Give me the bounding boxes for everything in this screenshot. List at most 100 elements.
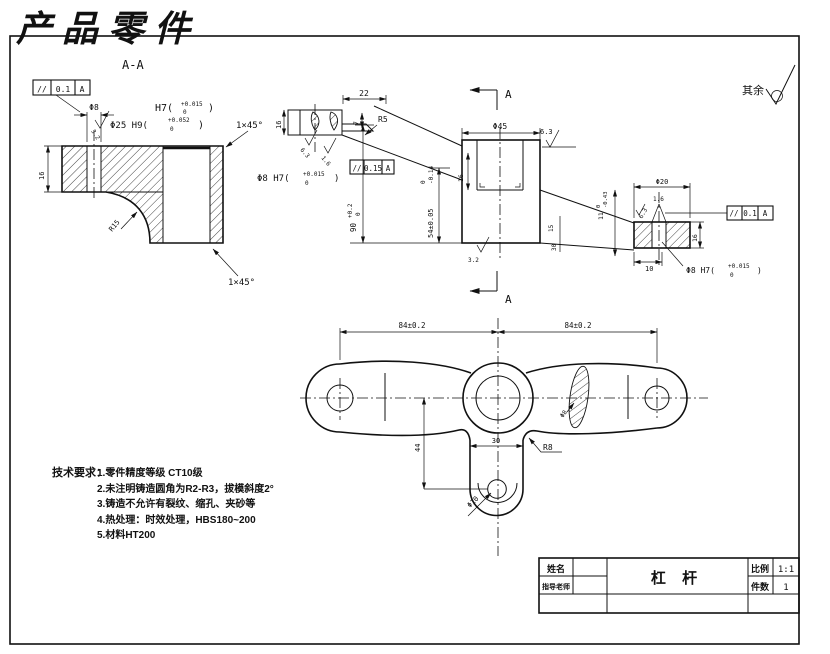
svg-text:3.2: 3.2	[89, 128, 101, 141]
svg-text:Φ8: Φ8	[559, 409, 569, 419]
roughness-check-icon	[765, 64, 796, 106]
plan-right-hole	[644, 385, 670, 411]
svg-text:): )	[334, 174, 339, 184]
scale-label: 比例	[751, 563, 769, 574]
front-roughness-bottom: 3.2	[468, 236, 490, 264]
end-bore-roughness: 1.6	[653, 196, 664, 203]
front-boss	[461, 139, 541, 244]
plan-neck-dim: 30	[469, 437, 524, 449]
svg-text:30: 30	[492, 437, 500, 445]
svg-text:0: 0	[730, 272, 734, 279]
svg-text:16: 16	[275, 121, 283, 129]
plan-boss-outer	[462, 362, 534, 434]
plan-boss-bore	[475, 375, 521, 421]
front-roughness-top: 6.3	[540, 128, 576, 148]
end-height-dim: 16	[690, 221, 704, 249]
end-small-dims: 15 30	[548, 216, 561, 252]
aa-chamfer-top: 1×45°	[225, 121, 263, 148]
roughness-circle-icon	[771, 90, 783, 102]
front-lug-roughness-2: 1.6	[319, 137, 337, 168]
end-tolerance-frame: // 0.1 A	[665, 205, 774, 221]
svg-text:A: A	[505, 88, 512, 101]
plan-left-hole	[326, 384, 354, 412]
svg-text:10: 10	[645, 265, 653, 273]
svg-text:84±0.2: 84±0.2	[398, 321, 425, 330]
svg-text:Φ20: Φ20	[656, 178, 669, 186]
svg-text:30: 30	[551, 243, 558, 251]
svg-text:16: 16	[38, 172, 46, 180]
tech-req-item: 2.未注明铸造圆角为R2-R3，拔模斜度2°	[97, 482, 274, 495]
cut-mark-bottom: A	[469, 271, 512, 306]
svg-text:-0.14: -0.14	[428, 166, 435, 184]
plan-bottom-hole-callout: Φ10	[466, 492, 492, 517]
svg-text:84±0.2: 84±0.2	[564, 321, 591, 330]
svg-text:44: 44	[414, 444, 422, 452]
svg-text:0: 0	[355, 212, 362, 216]
cut-mark-top: A	[469, 87, 512, 110]
aa-chamfer-bottom: 1×45°	[212, 248, 255, 288]
front-tolerance-frame: // 0.15 A	[349, 159, 395, 175]
plan-view: Φ8 84±0.2 84±0.2 44 30 R8	[300, 318, 708, 556]
svg-text:+0.052: +0.052	[168, 117, 190, 124]
plan-drop-dim: 44	[414, 397, 488, 490]
plan-right-span-dim: 84±0.2	[497, 321, 658, 335]
aa-bore-fit-h9: Φ25 H9( +0.052 0 )	[110, 117, 204, 133]
svg-text:0: 0	[305, 180, 309, 187]
svg-text:0.1: 0.1	[743, 209, 757, 218]
front-view: 16 7 22 R5 6.3 1.6 //	[257, 87, 635, 306]
aa-tol-value: 0.1	[56, 85, 71, 94]
front-lug-roughness-1: 6.3	[298, 129, 318, 160]
front-recess-dim: 16	[457, 152, 471, 191]
front-height-dim: 90 +0.2 0	[347, 124, 366, 244]
svg-text:+0.015: +0.015	[303, 171, 325, 178]
surface-others-label: 其余	[742, 83, 764, 97]
svg-text:16: 16	[691, 234, 699, 242]
svg-text:0: 0	[183, 109, 187, 116]
drawing-border	[9, 35, 800, 645]
aa-tol-symbol: //	[37, 85, 47, 94]
front-boss-dia-dim: Φ45	[461, 122, 541, 140]
aa-tolerance-frame: // 0.1 A	[32, 79, 91, 113]
svg-text:1×45°: 1×45°	[236, 121, 263, 131]
svg-text:+0.015: +0.015	[181, 101, 203, 108]
svg-text:1×45°: 1×45°	[228, 278, 255, 288]
svg-text:Φ25 H9(: Φ25 H9(	[110, 121, 148, 131]
title-block: 姓名 指导老师 杠 杆 比例 1:1 件数 1	[538, 557, 800, 614]
svg-text:): )	[198, 120, 204, 131]
tech-req-label: 技术要求：	[52, 465, 107, 479]
svg-text:A: A	[763, 209, 768, 218]
svg-text:90: 90	[349, 222, 358, 232]
svg-text:R15: R15	[107, 218, 121, 233]
svg-text:16: 16	[457, 174, 465, 182]
end-offset-dim: 10	[633, 252, 663, 273]
svg-text:6.3: 6.3	[298, 147, 311, 160]
qty-value: 1	[783, 583, 788, 593]
section-aa-label: A-A	[122, 58, 144, 72]
part-name: 杠 杆	[651, 569, 703, 587]
aa-width-dim: 16	[38, 145, 62, 193]
default-roughness-note: 其余	[742, 64, 796, 106]
front-step-dim: 7	[352, 112, 365, 129]
svg-text:0.15: 0.15	[364, 164, 382, 173]
qty-label: 件数	[751, 581, 770, 592]
plan-section-dim: Φ8	[559, 402, 575, 419]
front-top-dim: 22	[342, 89, 387, 104]
sheet-title: 产品零件	[16, 9, 200, 49]
advisor-label: 指导老师	[542, 582, 570, 591]
svg-text:-0.43: -0.43	[603, 191, 609, 208]
svg-text:0: 0	[170, 126, 174, 133]
svg-text:): )	[208, 103, 214, 114]
tech-req-item: 3.铸造不允许有裂纹、缩孔、夹砂等	[97, 497, 255, 510]
svg-text:6.3: 6.3	[540, 128, 553, 136]
aa-fillet-callout: R15	[107, 211, 138, 233]
tech-req-item: 1.零件精度等级 CT10级	[97, 466, 204, 479]
svg-text:R5: R5	[378, 115, 388, 124]
end-od-dim: Φ20	[633, 178, 691, 218]
svg-text:Φ8 H7(: Φ8 H7(	[686, 266, 715, 275]
svg-text://: //	[352, 164, 361, 173]
front-mid-dim: 54±0.05 0 -0.14	[420, 166, 450, 244]
svg-text:1.6: 1.6	[319, 155, 332, 168]
aa-bore-fit-h7: H7( +0.015 0 )	[155, 101, 214, 116]
